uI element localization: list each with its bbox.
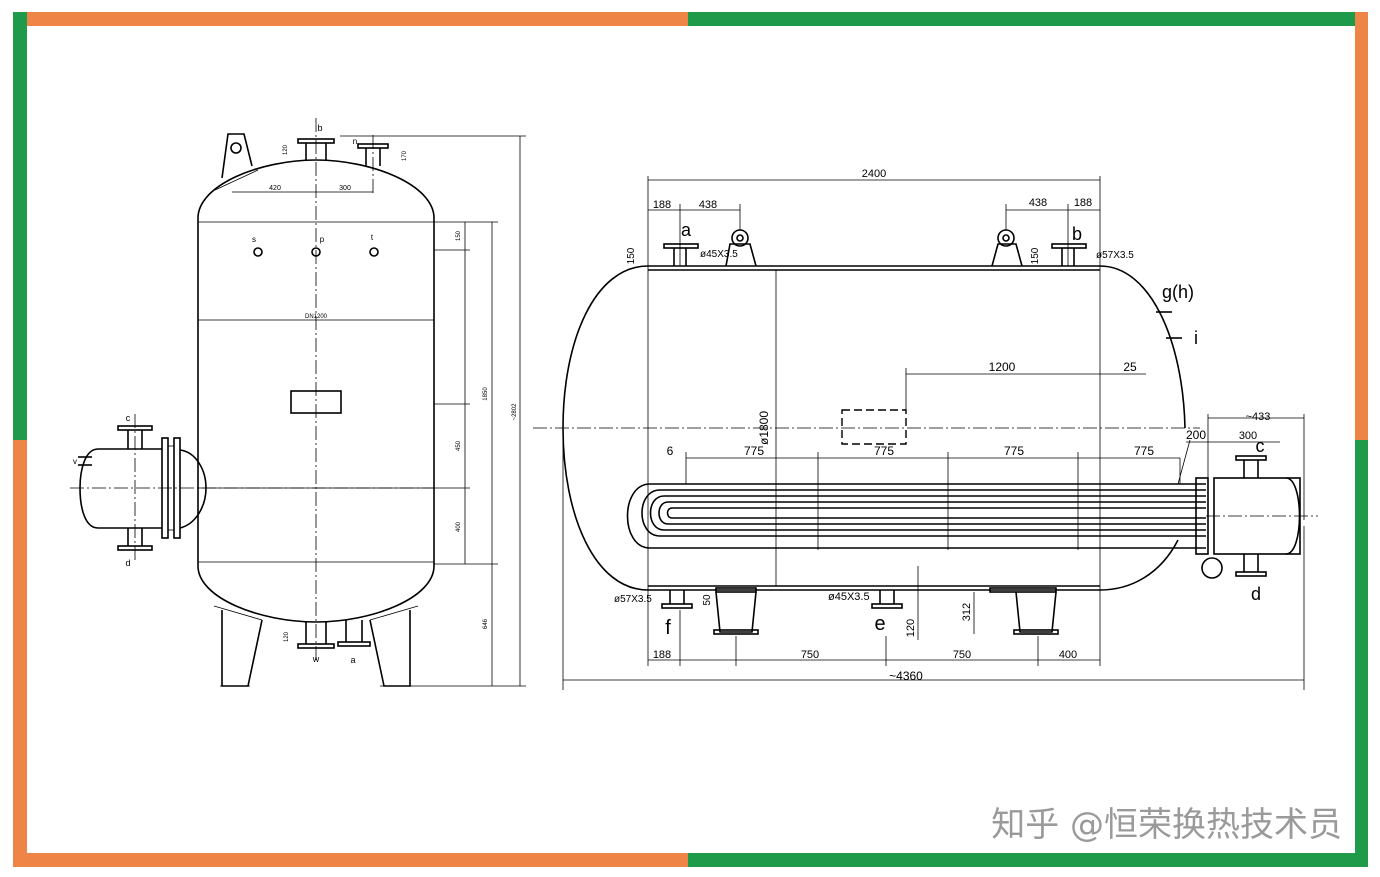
label-d: d	[1251, 584, 1261, 604]
dim-150-right: 150	[1030, 247, 1041, 264]
label-w: w	[312, 654, 320, 664]
dim-200: 200	[1186, 428, 1206, 442]
pipe-f-spec: ø57X3.5	[614, 594, 652, 605]
dim-300: 300	[1239, 430, 1257, 442]
dim-438-left: 438	[699, 199, 717, 211]
dim-170: 170	[402, 150, 408, 161]
label-t: t	[371, 233, 374, 242]
dim-25: 25	[1123, 360, 1137, 374]
dim-dn1200: DN1200	[305, 314, 328, 320]
label-e: e	[874, 613, 885, 635]
label-d-vertical: d	[125, 558, 130, 568]
dim-188-left: 188	[653, 199, 671, 211]
label-f: f	[665, 617, 671, 639]
label-s: s	[252, 235, 256, 244]
dim-4360: ~4360	[889, 669, 923, 683]
pipe-b-spec: ø57X3.5	[1096, 250, 1134, 261]
dim-188-bottom: 188	[653, 649, 671, 661]
dim-120-bot: 120	[284, 631, 290, 642]
dim-420: 420	[269, 185, 281, 192]
dim-50: 50	[702, 594, 713, 606]
dim-775-2: 775	[874, 444, 894, 458]
label-b: b	[1072, 224, 1082, 244]
dim-150-left: 150	[626, 247, 637, 264]
label-a: a	[681, 220, 692, 240]
dim-120-top: 120	[283, 144, 289, 155]
dim-6: 6	[667, 444, 674, 458]
dim-750-1: 750	[801, 649, 819, 661]
watermark: 知乎 @恒荣换热技术员	[991, 805, 1342, 845]
dim-775-3: 775	[1004, 444, 1024, 458]
dim-1200: 1200	[989, 360, 1016, 374]
label-c-vertical: c	[126, 413, 131, 423]
dim-438-right: 438	[1029, 197, 1047, 209]
label-n: n	[353, 137, 357, 146]
label-p: p	[320, 235, 325, 244]
dim-150: 150	[456, 230, 462, 241]
dim-646: 646	[483, 618, 489, 629]
label-v: v	[73, 457, 77, 466]
dim-312: 312	[961, 603, 973, 621]
dim-750-2: 750	[953, 649, 971, 661]
pipe-a-spec: ø45X3.5	[700, 249, 738, 260]
dim-120: 120	[905, 619, 917, 637]
label-i: i	[1194, 328, 1198, 348]
label-c: c	[1256, 436, 1265, 456]
dim-775-4: 775	[1134, 444, 1154, 458]
dim-300: 300	[339, 185, 351, 192]
label-a-vertical: a	[350, 655, 355, 665]
dim-2400: 2400	[862, 168, 886, 180]
dim-188-right: 188	[1074, 197, 1092, 209]
pipe-e-spec: ø45X3.5	[828, 591, 870, 603]
vertical-tank-view: 420 300 120 170 b n s p t DN1200 150 185…	[70, 118, 526, 687]
dim-total: ~2802	[512, 403, 518, 421]
tube-bundle	[626, 439, 1209, 555]
dim-775-1: 775	[744, 444, 764, 458]
page-frame	[13, 12, 1368, 867]
dim-diameter: ø1800	[757, 411, 771, 445]
dim-433: ~433	[1246, 411, 1271, 423]
dim-1850: 1850	[483, 387, 489, 401]
dim-400: 400	[1059, 649, 1077, 661]
horizontal-tank-view: 2400 188 438 438 188 a ø45X3.5 150 b ø57…	[533, 168, 1318, 690]
label-g-h: g(h)	[1162, 282, 1194, 302]
dim-450: 450	[456, 440, 462, 451]
dim-400: 400	[456, 521, 462, 532]
label-b: b	[317, 123, 322, 133]
